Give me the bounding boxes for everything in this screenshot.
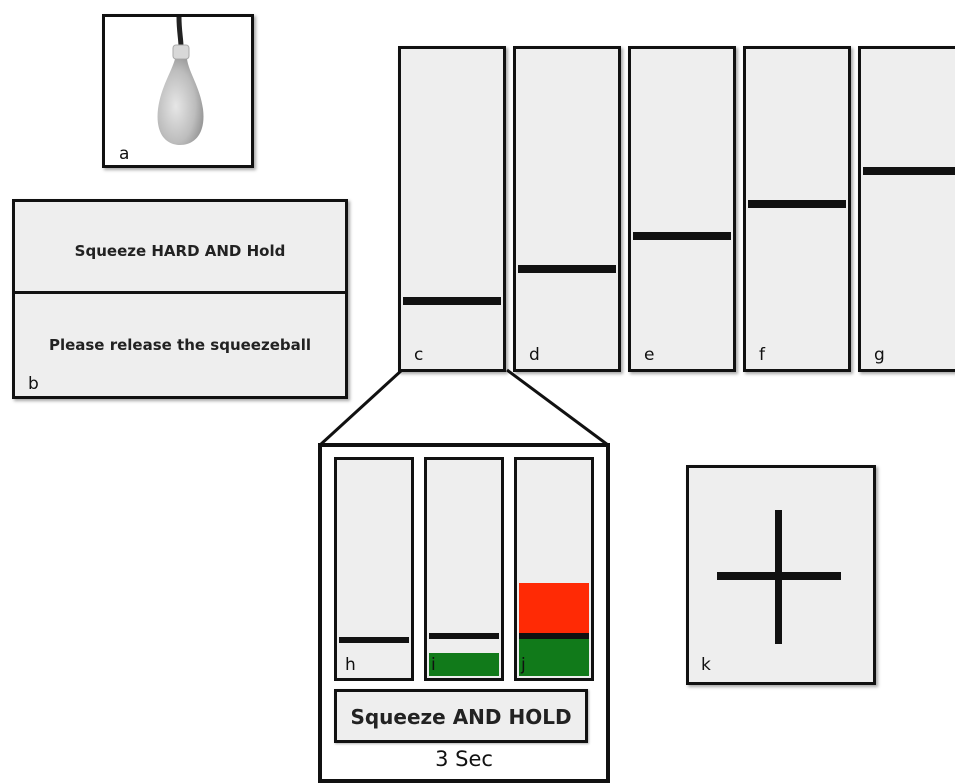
release-instruction: Please release the squeezeball <box>48 336 312 354</box>
effort-level-label: f <box>759 345 765 365</box>
effort-level-panel-c: c <box>398 46 506 372</box>
fixation-cross-horizontal <box>717 572 841 580</box>
green-effort-fill <box>429 653 499 676</box>
green-effort-fill <box>519 639 589 676</box>
duration-label: 3 Sec <box>435 747 493 771</box>
bar-j-label: j <box>521 655 526 675</box>
bar-h-label: h <box>345 655 356 675</box>
target-line <box>429 633 499 639</box>
squeeze-hold-message: Squeeze AND HOLD <box>334 689 588 743</box>
effort-level-panel-e: e <box>628 46 736 372</box>
red-overshoot-fill <box>519 583 589 635</box>
target-line <box>339 637 409 643</box>
bar-h: h <box>334 457 414 681</box>
fixation-cross-panel: k <box>686 465 876 685</box>
bar-i-label: i <box>431 655 436 675</box>
message-divider <box>15 291 345 294</box>
target-effort-line <box>633 232 731 240</box>
target-effort-line <box>863 167 955 175</box>
effort-level-panel-g: g <box>858 46 955 372</box>
effort-level-panel-d: d <box>513 46 621 372</box>
instruction-messages-panel: Squeeze HARD AND Hold Please release the… <box>12 199 348 399</box>
target-effort-line <box>403 297 501 305</box>
effort-level-panel-f: f <box>743 46 851 372</box>
bar-j: j <box>514 457 594 681</box>
effort-level-label: g <box>874 345 885 365</box>
panel-b-label: b <box>28 374 39 394</box>
panel-a-label: a <box>119 144 130 164</box>
squeeze-hard-instruction: Squeeze HARD AND Hold <box>74 242 286 260</box>
effort-level-label: e <box>644 345 655 365</box>
effort-level-label: c <box>414 345 424 365</box>
target-effort-line <box>518 265 616 273</box>
effort-level-label: d <box>529 345 540 365</box>
target-line <box>519 633 589 639</box>
zoom-panel: h i j Squeeze AND HOLD 3 Sec <box>318 443 610 783</box>
squeezeball-image <box>157 17 204 145</box>
squeeze-hold-text: Squeeze AND HOLD <box>350 705 572 729</box>
panel-k-label: k <box>701 655 711 675</box>
target-effort-line <box>748 200 846 208</box>
squeezeball-panel: a <box>102 14 254 168</box>
bar-i: i <box>424 457 504 681</box>
